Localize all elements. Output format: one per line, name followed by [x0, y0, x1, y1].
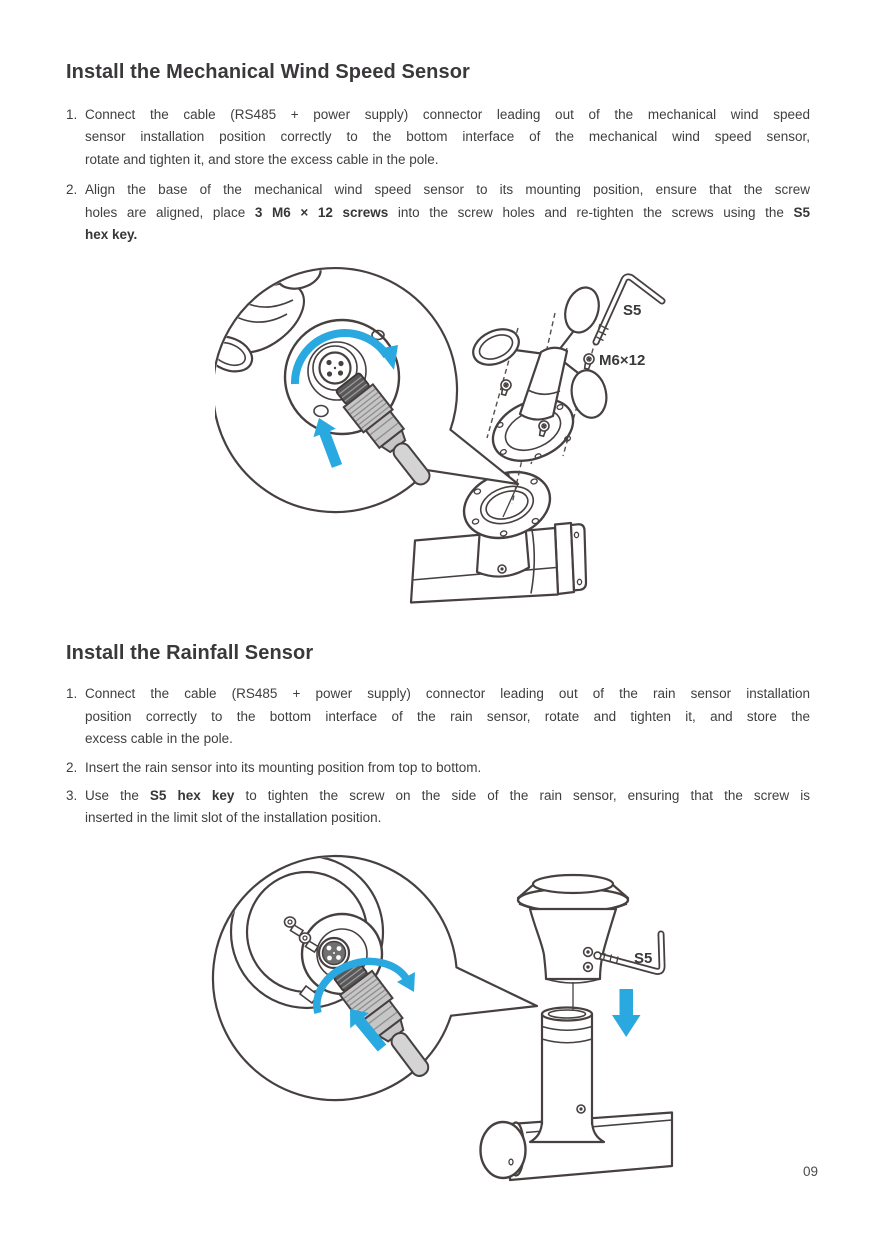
step-line: 2. Insert the rain sensor into its mounti… — [66, 757, 810, 779]
step-2-wind: 2. Align the base of the mechanical wind … — [66, 179, 810, 246]
screw-hole — [313, 405, 329, 418]
step-text: sensor installation position correctly t… — [85, 129, 810, 145]
cable — [390, 1031, 430, 1077]
rotate-arrow-icon — [290, 329, 398, 385]
step-text: position correctly to the bottom interfa… — [85, 708, 810, 724]
step-line: excess cable in the pole. — [66, 728, 810, 750]
insert-arrow-icon — [313, 418, 343, 469]
page-number: 09 — [802, 1164, 818, 1179]
step-3-rain: 3. Use the S5 hex key to tighten the scre… — [66, 785, 810, 830]
wind-speed-sensor-illustration — [472, 286, 608, 463]
hex-key-label: S5 — [634, 950, 652, 967]
small-screw — [283, 916, 305, 937]
section-title-rainfall: Install the Rainfall Sensor — [66, 642, 314, 665]
magnifier-pointer — [426, 429, 520, 486]
magnifier-pointer — [449, 966, 539, 1017]
screw-size-label: M6×12 — [599, 352, 645, 369]
cable-connector-illustration — [335, 373, 431, 486]
magnifier-circle-outline — [215, 267, 459, 514]
diagram-wind-speed-sensor-install: S5 M6×12 — [215, 267, 666, 605]
section-rainfall-sensor: Install the Rainfall Sensor 1. Connect th… — [66, 642, 810, 1192]
step-1-rain: 1. Connect the cable (RS485 + power suppl… — [66, 683, 810, 750]
small-screw — [298, 932, 320, 953]
step-text-bold: hex key. — [85, 227, 138, 243]
step-line: rotate and tighten it, and store the exc… — [66, 149, 810, 171]
rotate-arrow-icon — [313, 957, 415, 1014]
step-text: Use the — [85, 788, 150, 804]
step-text: Align the base of the mechanical wind sp… — [85, 182, 810, 198]
insert-arrow-icon — [350, 1008, 387, 1052]
connector-socket — [317, 936, 351, 969]
connector-socket — [312, 345, 358, 392]
wind-cup-right — [570, 369, 608, 420]
section-wind-speed-sensor: Install the Mechanical Wind Speed Sensor… — [66, 61, 810, 618]
step-line: 1. Connect the cable (RS485 + power suppl… — [66, 104, 810, 126]
step-number: 2. — [66, 759, 78, 775]
rain-sensor-illustration — [516, 873, 630, 984]
step-text-bold: 3 M6 × 12 screws — [254, 204, 389, 220]
section-title-wind-speed: Install the Mechanical Wind Speed Sensor — [66, 61, 470, 83]
step-text: excess cable in the pole. — [85, 731, 233, 747]
step-line: position correctly to the bottom interfa… — [66, 706, 810, 728]
magnifier-circle-outline — [211, 854, 458, 1101]
step-1-wind: 1. Connect the cable (RS485 + power suppl… — [66, 104, 810, 171]
step-line: hex key. — [66, 224, 810, 246]
step-number: 3. — [66, 788, 78, 804]
mounting-flange-illustration — [462, 471, 552, 579]
step-number: 1. — [66, 686, 78, 702]
step-text: rotate and tighten it, and store the exc… — [85, 151, 439, 167]
step-number: 2. — [66, 182, 78, 198]
hex-key-illustration — [592, 273, 666, 346]
wind-cup-left — [472, 328, 520, 367]
hex-key-label: S5 — [623, 302, 641, 319]
diagram-rainfall-sensor-install: S5 — [211, 854, 674, 1181]
step-2-rain: 2. Insert the rain sensor into its mounti… — [66, 757, 810, 779]
cable — [392, 442, 431, 486]
mounting-tube-illustration — [528, 1006, 606, 1143]
step-text: to tighten the screw on the side of the … — [234, 788, 810, 804]
step-text-bold: S5 hex key — [149, 788, 235, 804]
step-line: 1. Connect the cable (RS485 + power suppl… — [66, 683, 810, 705]
step-text-bold: S5 — [793, 204, 810, 220]
hex-key-illustration — [593, 930, 666, 975]
wind-cup-top — [564, 286, 600, 334]
step-text: holes are aligned, place — [85, 204, 255, 220]
step-line: 3. Use the S5 hex key to tighten the scre… — [66, 785, 810, 807]
step-line: holes are aligned, place 3 M6 × 12 screw… — [66, 202, 810, 224]
step-line: sensor installation position correctly t… — [66, 126, 810, 148]
step-text: Connect the cable (RS485 + power supply)… — [85, 107, 810, 122]
step-text: Insert the rain sensor into its mounting… — [85, 759, 482, 775]
step-text: into the screw holes and re-tighten the … — [388, 204, 794, 220]
step-line: inserted in the limit slot of the instal… — [66, 807, 810, 829]
step-text: inserted in the limit slot of the instal… — [85, 810, 382, 826]
insert-down-arrow-icon — [612, 988, 641, 1037]
m6-screw — [580, 352, 596, 372]
step-text: Connect the cable (RS485 + power supply)… — [85, 686, 810, 702]
step-line: 2. Align the base of the mechanical wind … — [66, 179, 810, 201]
step-number: 1. — [66, 107, 78, 122]
